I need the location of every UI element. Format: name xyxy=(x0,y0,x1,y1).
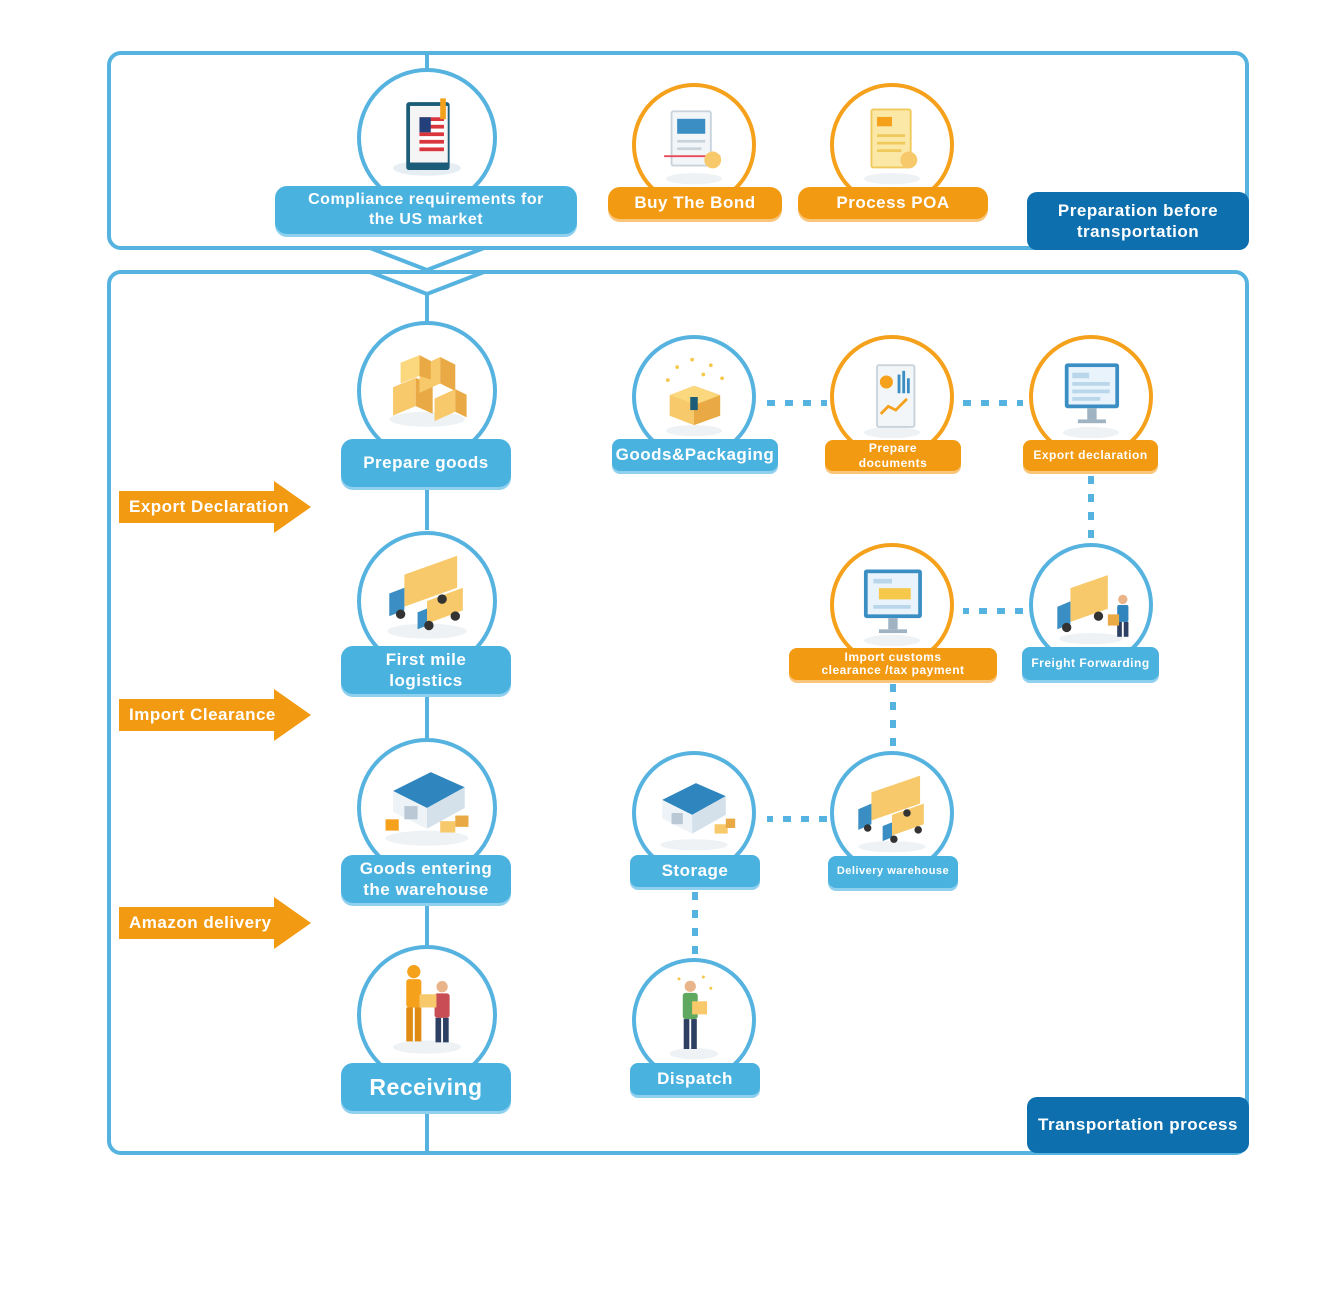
import-customs-circle xyxy=(830,543,954,667)
preparation-frame xyxy=(107,51,1249,250)
trucks-icon xyxy=(858,775,926,853)
us-flag-book-icon xyxy=(393,98,461,176)
warehouse-icon xyxy=(385,772,469,846)
storage-circle xyxy=(632,751,756,875)
warehouse-entry-circle xyxy=(357,738,497,878)
goods-packaging-label: Goods&Packaging xyxy=(612,439,778,471)
export-declaration-circle xyxy=(1029,335,1153,459)
receiving-label: Receiving xyxy=(341,1063,511,1111)
poa-label: Process POA xyxy=(798,187,988,219)
freight-forwarding-label: Freight Forwarding xyxy=(1022,647,1159,680)
monitor-icon xyxy=(863,569,922,647)
trucks-icon xyxy=(387,555,467,639)
transportation-frame xyxy=(107,270,1249,1155)
delivery-warehouse-label: Delivery warehouse xyxy=(828,856,958,888)
transportation-section-label: Transportation process xyxy=(1027,1097,1249,1153)
stacked-boxes-icon xyxy=(389,355,467,427)
computer-screen-icon xyxy=(1062,363,1120,439)
bond-document-icon xyxy=(664,110,723,185)
goods-packaging-circle xyxy=(632,335,756,459)
dispatch-label: Dispatch xyxy=(630,1063,760,1095)
import-clearance-arrow: Import Clearance xyxy=(119,689,311,741)
prepare-documents-label: Prepare documents xyxy=(825,440,961,471)
warehouse-entry-label: Goods entering the warehouse xyxy=(341,855,511,903)
warehouse-icon xyxy=(660,783,736,851)
export-declaration-arrow: Export Declaration xyxy=(119,481,311,533)
person-box-icon xyxy=(669,975,719,1060)
poa-document-icon xyxy=(863,108,921,185)
prepare-goods-label: Prepare goods xyxy=(341,439,511,487)
handover-people-icon xyxy=(393,965,461,1054)
compliance-label: Compliance requirements for the US marke… xyxy=(275,186,577,234)
prepare-documents-circle xyxy=(830,335,954,459)
prepare-goods-circle xyxy=(357,321,497,461)
package-sparkle-icon xyxy=(665,357,724,437)
storage-label: Storage xyxy=(630,855,760,887)
first-mile-label: First mile logistics xyxy=(341,646,511,694)
export-declaration-label: Export declaration xyxy=(1023,440,1158,471)
truck-worker-icon xyxy=(1057,575,1129,645)
amazon-delivery-arrow: Amazon delivery xyxy=(119,897,311,949)
import-clearance-arrow-label: Import Clearance xyxy=(129,705,276,724)
amazon-delivery-arrow-label: Amazon delivery xyxy=(129,913,272,932)
chart-document-icon xyxy=(863,364,921,439)
import-customs-label: Import customs clearance /tax payment xyxy=(789,648,997,680)
bond-label: Buy The Bond xyxy=(608,187,782,219)
export-declaration-arrow-label: Export Declaration xyxy=(129,497,290,516)
dispatch-circle xyxy=(632,958,756,1082)
preparation-section-label: Preparation before transportation xyxy=(1027,192,1249,250)
compliance-circle xyxy=(357,68,497,208)
